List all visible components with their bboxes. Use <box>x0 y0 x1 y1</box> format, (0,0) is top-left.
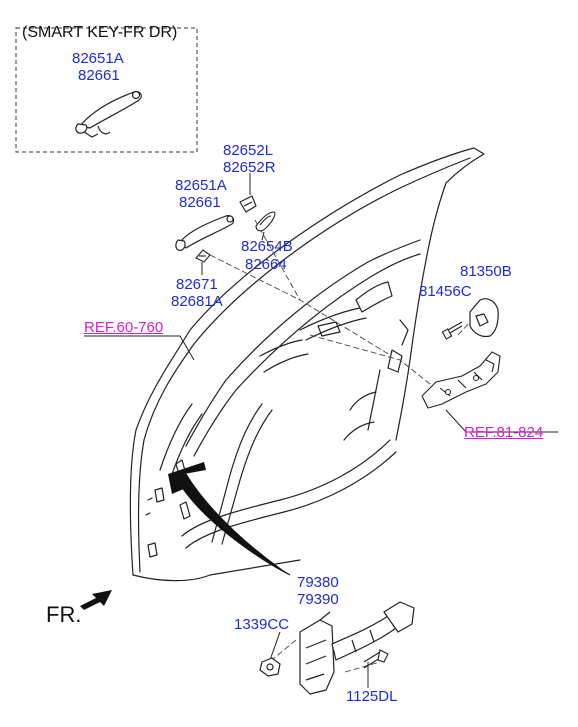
part-number-handle-a[interactable]: 82651A <box>175 177 227 194</box>
inset-part-number-82661[interactable]: 82661 <box>78 67 120 84</box>
front-direction-label: FR. <box>46 602 82 627</box>
front-direction-arrow-icon <box>80 590 112 610</box>
part-number-handle-b[interactable]: 82661 <box>179 194 221 211</box>
part-number-nut[interactable]: 1339CC <box>234 616 290 633</box>
checker-bolt-part[interactable] <box>363 649 389 669</box>
part-number-latch-cover[interactable]: 81350B <box>460 263 512 280</box>
checker-nut-part[interactable] <box>259 657 281 677</box>
part-number-bracket-a[interactable]: 82671 <box>176 276 218 293</box>
handle-gasket-part[interactable] <box>255 211 276 232</box>
outside-handle-part[interactable] <box>175 215 235 251</box>
handle-bracket-part[interactable] <box>195 249 211 263</box>
checker-locator-arrow-head <box>168 462 206 494</box>
smart-key-inset-frame <box>15 27 198 153</box>
handle-cover-part[interactable] <box>239 195 257 213</box>
latch-cover-part[interactable] <box>469 298 499 338</box>
door-checker-assembly-part[interactable] <box>299 601 415 695</box>
part-number-checker-b[interactable]: 79390 <box>297 591 339 608</box>
door-latch-assembly-part[interactable] <box>421 351 501 409</box>
part-number-bracket-b[interactable]: 82681A <box>171 293 223 310</box>
front-door-panel[interactable] <box>129 147 485 582</box>
ref-latch-assy[interactable]: REF.81-824 <box>464 424 544 441</box>
inset-outside-handle-part[interactable] <box>75 90 142 138</box>
ref-door-panel[interactable]: REF.60-760 <box>84 319 164 336</box>
part-number-gasket-b[interactable]: 82664 <box>245 256 287 273</box>
latch-screw-part[interactable] <box>441 321 463 340</box>
part-number-cover-l[interactable]: 82652L <box>223 142 274 159</box>
part-number-cover-r[interactable]: 82652R <box>223 159 276 176</box>
checker-locator-arrow <box>175 473 291 576</box>
part-number-checker-a[interactable]: 79380 <box>297 574 339 591</box>
inset-part-number-82651a[interactable]: 82651A <box>72 50 124 67</box>
solid-leader-lines <box>84 173 558 688</box>
smart-key-inset-title: (SMART KEY-FR DR) <box>22 24 178 41</box>
part-number-bolt[interactable]: 1125DL <box>346 688 398 705</box>
part-number-latch-screw[interactable]: 81456C <box>419 283 472 300</box>
part-number-gasket-a[interactable]: 82654B <box>241 238 293 255</box>
